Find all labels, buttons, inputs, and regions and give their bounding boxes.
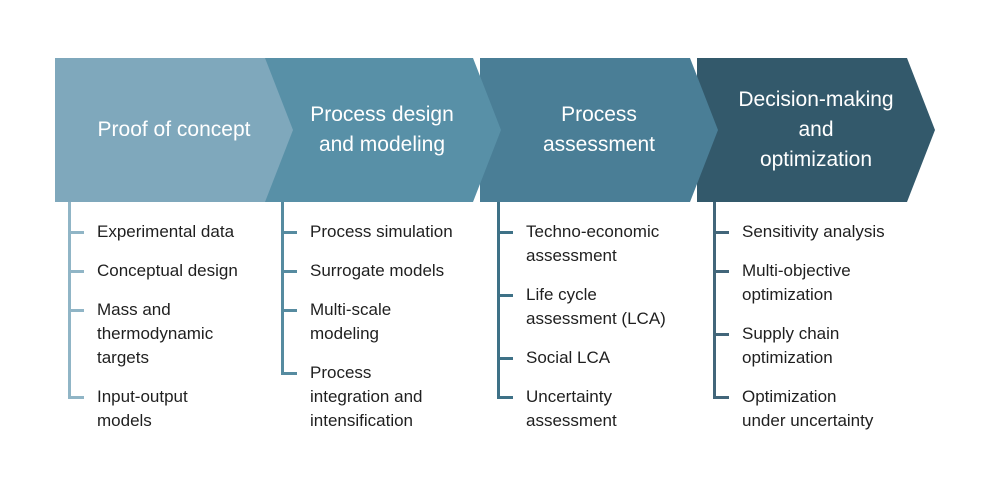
list-item: Process integration and intensification (281, 361, 486, 433)
list-item-label: Input-output models (97, 387, 188, 430)
stage-label: Proof of concept (97, 118, 251, 141)
tick-mark (497, 231, 513, 234)
list-item: Sensitivity analysis (713, 220, 918, 244)
list-item: Uncertainty assessment (497, 385, 702, 433)
tick-mark (713, 270, 729, 273)
stage-label: Process assessment (542, 103, 656, 156)
stage-item-list-proof-of-concept: Experimental data Conceptual design Mass… (68, 202, 273, 433)
list-item: Experimental data (68, 220, 273, 244)
list-item-label: Techno-economic assessment (526, 222, 660, 265)
tick-mark (68, 396, 84, 399)
list-item: Life cycle assessment (LCA) (497, 283, 702, 331)
list-item: Multi-scale modeling (281, 298, 486, 346)
bracket-line (497, 202, 500, 398)
tick-mark (68, 309, 84, 312)
bracket-line (713, 202, 716, 398)
stage-item-list-decision-making-optimization: Sensitivity analysis Multi-objective opt… (713, 202, 918, 433)
list-item-label: Life cycle assessment (LCA) (526, 285, 666, 328)
list-item-label: Mass and thermodynamic targets (97, 300, 214, 367)
tick-mark (713, 231, 729, 234)
list-item-label: Social LCA (526, 348, 611, 367)
stage-chevron-decision-making-optimization: Decision-making and optimization (697, 58, 935, 202)
tick-mark (497, 357, 513, 360)
list-item: Social LCA (497, 346, 702, 370)
stage-item-list-process-assessment: Techno-economic assessment Life cycle as… (497, 202, 702, 433)
bracket-line (281, 202, 284, 374)
list-item: Optimization under uncertainty (713, 385, 918, 433)
tick-mark (497, 294, 513, 297)
list-item-label: Process simulation (310, 222, 453, 241)
tick-mark (68, 270, 84, 273)
list-item: Techno-economic assessment (497, 220, 702, 268)
stage-chevron-process-design-modeling: Process design and modeling (263, 58, 501, 202)
list-item-label: Experimental data (97, 222, 235, 241)
list-item-label: Uncertainty assessment (526, 387, 617, 430)
list-item: Supply chain optimization (713, 322, 918, 370)
list-item-label: Multi-objective optimization (742, 261, 851, 304)
list-item-label: Sensitivity analysis (742, 222, 885, 241)
stage-chevron-proof-of-concept: Proof of concept (55, 58, 293, 202)
list-item: Process simulation (281, 220, 486, 244)
list-item-label: Multi-scale modeling (310, 300, 392, 343)
list-item: Input-output models (68, 385, 273, 433)
stage-label: Process design and modeling (310, 103, 454, 156)
tick-mark (281, 309, 297, 312)
list-item-label: Supply chain optimization (742, 324, 840, 367)
list-item-label: Process integration and intensification (310, 363, 423, 430)
list-item: Multi-objective optimization (713, 259, 918, 307)
list-item-label: Conceptual design (97, 261, 238, 280)
tick-mark (281, 372, 297, 375)
tick-mark (713, 396, 729, 399)
list-item: Mass and thermodynamic targets (68, 298, 273, 370)
tick-mark (281, 231, 297, 234)
list-item: Conceptual design (68, 259, 273, 283)
list-item: Surrogate models (281, 259, 486, 283)
stage-label: Decision-making and optimization (738, 88, 894, 171)
stage-chevron-process-assessment: Process assessment (480, 58, 718, 202)
tick-mark (713, 333, 729, 336)
tick-mark (68, 231, 84, 234)
stage-item-list-process-design-modeling: Process simulation Surrogate models Mult… (281, 202, 486, 433)
list-item-label: Optimization under uncertainty (742, 387, 874, 430)
list-item-label: Surrogate models (310, 261, 445, 280)
tick-mark (281, 270, 297, 273)
tick-mark (497, 396, 513, 399)
bracket-line (68, 202, 71, 398)
